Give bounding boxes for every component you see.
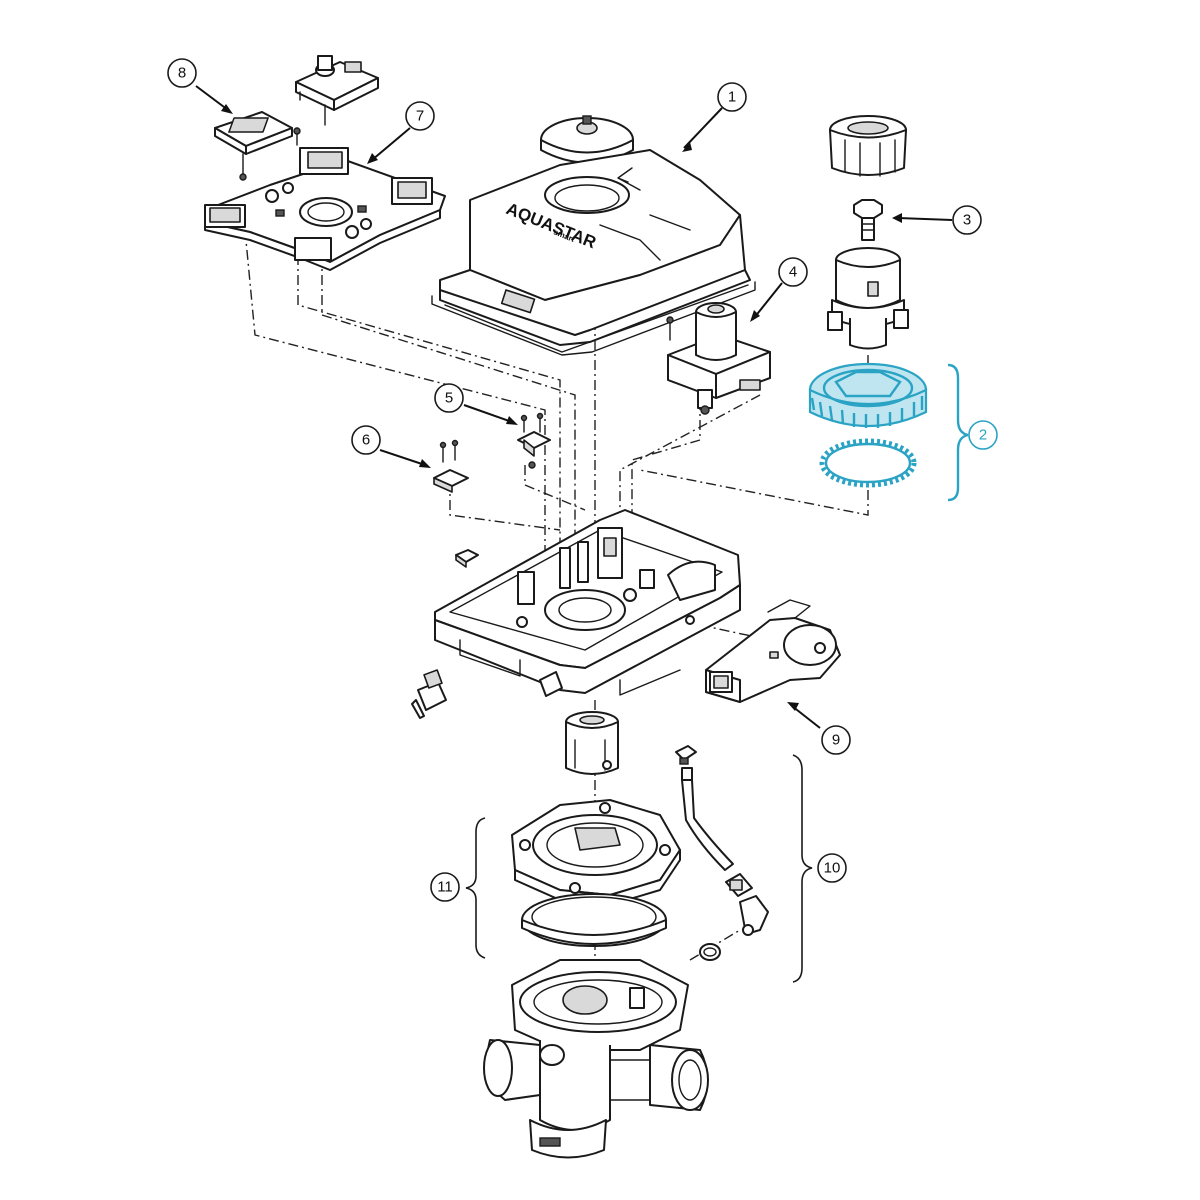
callout-7: 7 [405,101,435,131]
callout-4-label: 4 [789,264,797,281]
callout-6: 6 [351,425,381,455]
part-2-gear-highlighted [808,362,969,502]
part-3-bearing-assembly [827,115,909,350]
callout-9-label: 9 [832,732,840,749]
callout-5-label: 5 [445,390,453,407]
callout-10: 10 [817,853,847,883]
callout-3: 3 [952,205,982,235]
callout-8-label: 8 [178,65,186,82]
callout-2: 2 [968,420,998,450]
part-6-sensor [433,439,469,493]
callout-8: 8 [167,58,197,88]
callout-11: 11 [430,872,460,902]
braces [465,754,813,983]
part-5-sensor [517,412,551,469]
callout-6-label: 6 [362,432,370,449]
base-housing [411,509,741,719]
callout-7-label: 7 [416,108,424,125]
callout-5: 5 [434,383,464,413]
part-8-display-board [214,111,293,181]
callout-11-label: 11 [437,879,453,896]
callout-2-label: 2 [979,427,987,444]
coupling [565,711,619,775]
callout-3-label: 3 [963,212,971,229]
valve-body [483,959,709,1159]
part-7-main-board [204,55,446,271]
leader-arrows [195,85,953,729]
callout-9: 9 [821,725,851,755]
callout-1: 1 [717,82,747,112]
part-4-motor [666,302,771,415]
callout-1-label: 1 [728,89,736,106]
callout-10-label: 10 [824,860,841,877]
callout-4: 4 [778,257,808,287]
part-11-valve-flange [511,799,681,947]
part-1-cover: AQUASTAR smart [431,115,756,356]
part-9-handle [705,599,841,703]
part-10-hose-fitting [675,745,769,961]
